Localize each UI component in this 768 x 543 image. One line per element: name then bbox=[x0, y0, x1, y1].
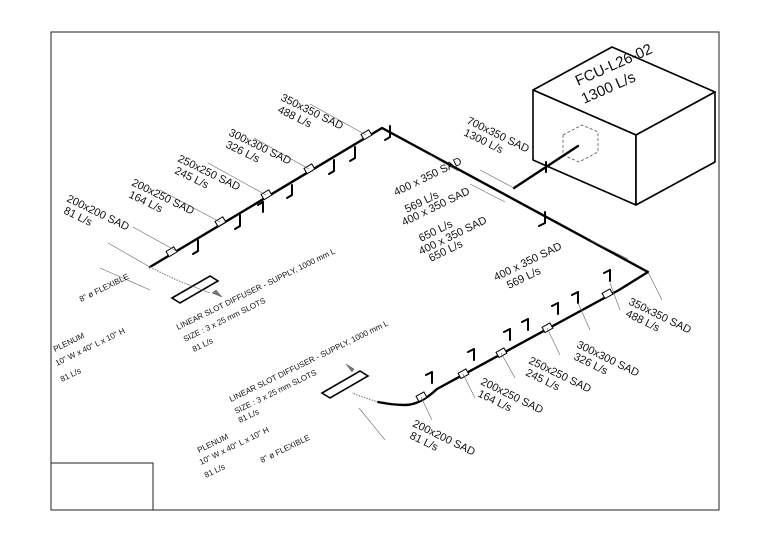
drawing-border bbox=[50, 31, 720, 511]
lower-diffuser-line1: LINEAR SLOT DIFFUSER - SUPPLY, 1000 mm L bbox=[228, 318, 390, 403]
lower-plenum-line3: 81 L/s bbox=[203, 462, 227, 480]
upper-terminal bbox=[149, 266, 223, 304]
lower-branch-fittings bbox=[415, 288, 614, 403]
upper-branch-labels: 350x350 SAD 488 L/s 300x300 SAD 326 L/s … bbox=[62, 92, 345, 234]
lower-branch-labels: 350x350 SAD 488 L/s 300x300 SAD 326 L/s … bbox=[408, 296, 693, 459]
lower-terminal bbox=[320, 363, 379, 403]
dimension-leaders bbox=[99, 103, 663, 441]
upper-flexible-label: 8" ø FLEXIBLE bbox=[78, 272, 130, 304]
upper-plenum-line3: 81 L/s bbox=[59, 366, 83, 384]
lower-terminal-labels: LINEAR SLOT DIFFUSER - SUPPLY, 1000 mm L… bbox=[196, 318, 390, 479]
lower-flexible-label: 8" ø FLEXIBLE bbox=[259, 433, 311, 465]
fcu-unit: FCU-L26-02 1300 L/s bbox=[532, 41, 716, 206]
title-block-outline bbox=[51, 462, 154, 510]
upper-branch-fittings bbox=[165, 125, 391, 258]
